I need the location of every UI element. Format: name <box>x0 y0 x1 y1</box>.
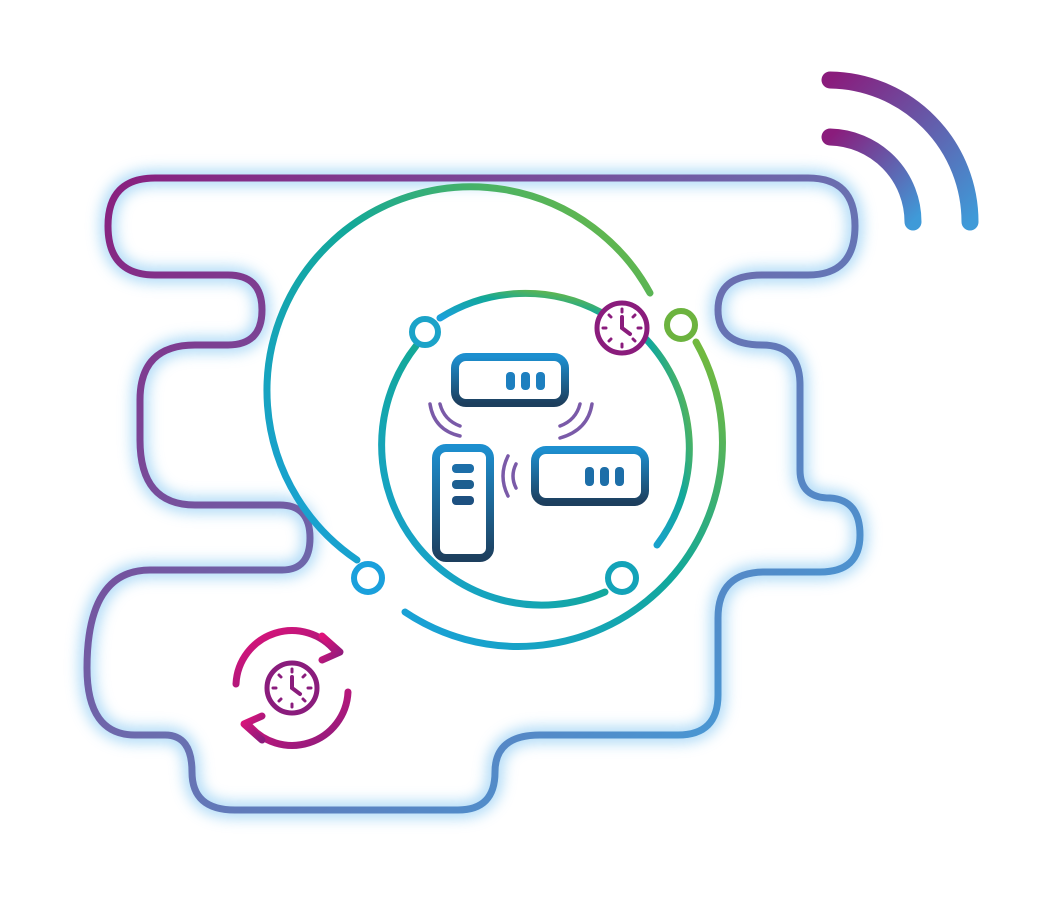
connection-ring <box>263 183 726 650</box>
wifi-signal-icon <box>821 71 979 231</box>
sync-clock-icon <box>232 627 352 749</box>
remote-control-icon <box>451 353 569 407</box>
connection-node-icon <box>351 308 698 595</box>
cloud-outline <box>78 170 869 818</box>
signal-waves-icon <box>428 402 594 498</box>
remote-control-icon <box>531 446 649 506</box>
clock-icon <box>594 300 650 356</box>
remote-control-icon <box>432 444 494 562</box>
